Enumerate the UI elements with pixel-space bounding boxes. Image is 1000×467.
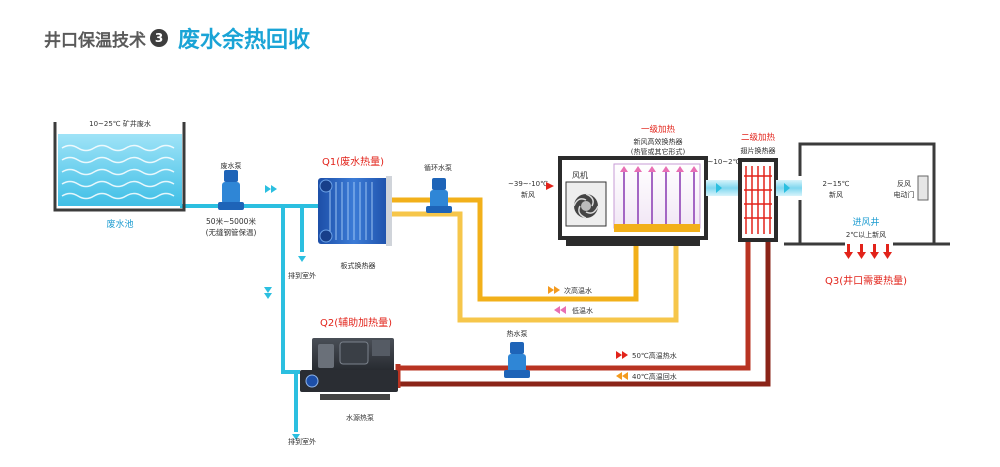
line-label-low: 低温水 [554,306,593,315]
stage2-title: 二级加热 [741,132,776,143]
hot-supply-label: 50℃高温热水 [632,351,677,360]
duct-arrow-1 [716,183,722,193]
hot-return-label: 40℃高温回水 [632,372,677,381]
header-badge: 3 [150,29,168,47]
shaft-air-label: 新风 [829,190,843,199]
duct-arrow-2 [784,183,790,193]
drain-label-1: 排到室外 [288,271,316,280]
plate-heat-exchanger: Q1(废水热量) 板式换热器 [318,155,392,270]
pipe-length-note: 50米~5000米 [206,216,256,226]
q3-label: Q3(井口需要热量) [825,274,907,287]
pool-name-label: 废水池 [106,218,133,230]
drain-label-2: 排到室外 [288,437,316,446]
q1-label: Q1(废水热量) [322,155,384,168]
water-waves [61,144,175,200]
shaft-name-label: 进风井 [852,216,879,228]
down-arrows [844,244,892,259]
fin-heat-exchanger: 二级加热 翅片换热器 [738,132,778,242]
header-title: 废水余热回收 [178,28,311,53]
pool-temp-label: 10~25℃ 矿井废水 [89,119,151,128]
heatpump-name-label: 水源热泵 [346,413,374,422]
line-label-mid: 次高温水 [548,286,592,295]
waste-pump-label: 废水泵 [221,161,242,170]
shaft-door-label-1: 反风 [897,179,911,188]
circulation-pump: 循环水泵 [424,163,452,213]
reverse-air-door [917,175,929,201]
mid-temp-water-pipe [390,197,679,323]
shaft-note-label: 2℃以上新风 [846,230,886,239]
air-duct-1 [706,180,742,196]
hot-pump-label: 热水泵 [507,329,528,338]
header-subtitle: 井口保温技术 [44,30,146,51]
fan-icon [565,181,607,227]
stage1-sub2: (热管或其它形式) [631,147,686,156]
intake-air-label: 新风 [521,190,535,199]
heat-pipe-exchanger [613,163,701,232]
line-label-hot-supply: 50℃高温热水 [616,351,677,360]
mid-temp-label: ~10~2℃ [708,158,741,166]
mid-temp-water-label: 次高温水 [564,286,592,295]
intake-temp-label: ~39~-10℃ [508,180,548,188]
waste-water-pipe [180,204,320,432]
waste-water-pool: 10~25℃ 矿井废水 废水池 [53,119,186,230]
air-handling-unit: 风机 [558,156,708,246]
line-label-hot-return: 40℃高温回水 [616,372,677,381]
shaft-door-label-2: 电动门 [894,190,915,199]
hot-water-pump: 热水泵 [504,329,530,378]
intake-shaft: 2~15℃ 新风 反风 电动门 进风井 2℃以上新风 Q3(井口需要热量) [784,142,950,287]
q2-label: Q2(辅助加热量) [320,316,392,329]
stage1-title: 一级加热 [641,124,676,135]
pipe-material-note: (无缝钢管保温) [206,227,257,237]
waste-water-pump: 废水泵 [218,161,244,210]
stage1-sub1: 新风高效换热器 [634,137,683,146]
low-temp-water-label: 低温水 [572,306,593,315]
water-source-heat-pump: Q2(辅助加热量) 水源热泵 [300,316,398,422]
shaft-temp-label: 2~15℃ [822,180,849,188]
circ-pump-label: 循环水泵 [424,163,452,172]
hx-name-label: 板式换热器 [341,261,376,270]
stage2-sub: 翅片换热器 [741,146,776,155]
fan-label: 风机 [572,170,588,180]
page-header: 井口保温技术 3 废水余热回收 [44,22,310,54]
intake-arrow [546,182,554,190]
flow-arrow-cyan [264,185,306,440]
